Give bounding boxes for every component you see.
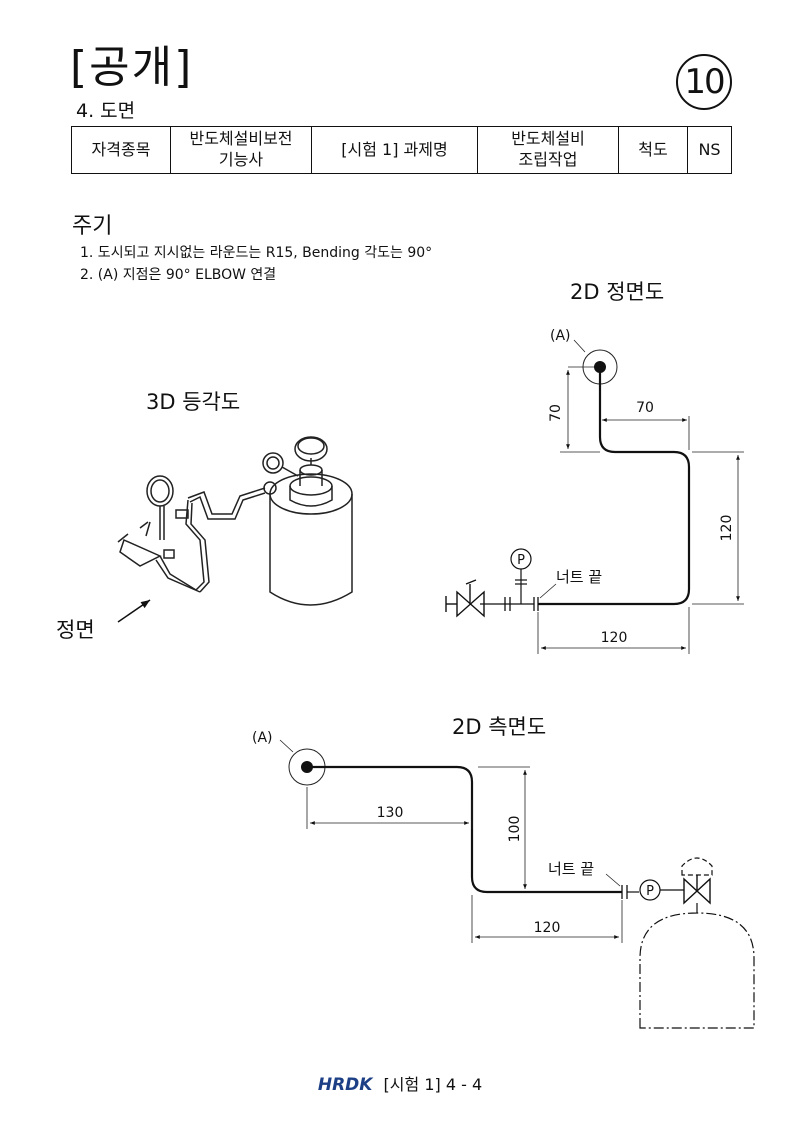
side-dim-120-horizontal: 120 bbox=[534, 920, 561, 936]
side-dim-100-vertical: 100 bbox=[507, 816, 523, 843]
side-point-a-leader bbox=[279, 739, 294, 753]
pipe-drop-inner bbox=[190, 502, 210, 593]
side-pipe-route bbox=[307, 765, 622, 894]
hrdk-logo: HRDK bbox=[317, 1075, 373, 1095]
scale-label-cell: 척도 bbox=[618, 126, 688, 174]
front-view-title: 2D 정면도 bbox=[570, 280, 665, 304]
task-line2: 조립작업 bbox=[518, 150, 578, 169]
qualification-line1: 반도체설비보전 bbox=[189, 129, 293, 149]
tank-top bbox=[269, 473, 353, 515]
front-dim-70-horizontal: 70 bbox=[636, 400, 654, 416]
task-value-cell: 반도체설비 조립작업 bbox=[477, 126, 619, 174]
pipe-lower-inner bbox=[155, 559, 201, 593]
front-valve-icon bbox=[456, 590, 485, 618]
note-item-1: 1. 도시되고 지시없는 라운드는 R15, Bending 각도는 90° bbox=[80, 245, 433, 261]
task-label-cell: [시험 1] 과제명 bbox=[311, 126, 478, 174]
side-nut-end bbox=[621, 885, 628, 899]
footer: HRDK [시험 1] 4 - 4 bbox=[0, 1071, 800, 1095]
side-view-drawing bbox=[279, 739, 755, 1029]
front-point-a-label: (A) bbox=[550, 328, 571, 344]
side-handwheel-phantom-icon bbox=[681, 857, 713, 876]
pipe-upper bbox=[187, 487, 266, 515]
scale-value-cell: NS bbox=[687, 126, 732, 174]
fitting-1 bbox=[175, 509, 189, 519]
tank-body bbox=[269, 494, 353, 606]
section-subtitle: 4. 도면 bbox=[76, 100, 136, 122]
pipe-drop bbox=[185, 499, 205, 591]
left-gauge-face bbox=[150, 479, 170, 503]
iso-view-title: 3D 등각도 bbox=[146, 390, 241, 414]
notes-heading: 주기 bbox=[72, 214, 113, 239]
iso-valve bbox=[119, 538, 162, 567]
side-view-title: 2D 측면도 bbox=[452, 715, 547, 739]
front-direction-arrow-icon bbox=[117, 599, 151, 623]
front-nut-label: 너트 끝 bbox=[556, 568, 602, 586]
front-gauge-label: P bbox=[517, 553, 525, 568]
note-item-2: 2. (A) 지점은 90° ELBOW 연결 bbox=[80, 267, 277, 283]
side-point-a-label: (A) bbox=[252, 730, 273, 746]
info-table: 자격종목 반도체설비보전 기능사 [시험 1] 과제명 반도체설비 조립작업 척… bbox=[71, 126, 732, 174]
side-valve-icon bbox=[683, 877, 711, 905]
front-point-a-leader bbox=[573, 339, 586, 353]
fitting-2 bbox=[163, 549, 175, 559]
qualification-value-cell: 반도체설비보전 기능사 bbox=[170, 126, 312, 174]
document-title: [공개] bbox=[70, 42, 194, 93]
tank-neck-top bbox=[289, 476, 333, 496]
front-pipe-route bbox=[538, 367, 691, 606]
front-dim-120-horizontal: 120 bbox=[601, 630, 628, 646]
front-dim-120-vertical: 120 bbox=[719, 515, 735, 542]
front-direction-label: 정면 bbox=[56, 618, 95, 642]
page-number-badge: 10 bbox=[676, 54, 732, 110]
iso-valve-lever bbox=[145, 521, 151, 537]
task-line1: 반도체설비 bbox=[511, 129, 585, 149]
left-gauge-stem bbox=[159, 506, 165, 540]
tank-gauge-icon bbox=[262, 452, 284, 474]
iso-valve-handle bbox=[117, 521, 149, 543]
footer-page-text: [시험 1] 4 - 4 bbox=[383, 1075, 483, 1094]
pipe-upper-inner bbox=[189, 492, 266, 520]
valve-handwheel-icon bbox=[294, 436, 328, 462]
pipe-lower bbox=[159, 555, 197, 591]
tank-gauge-face bbox=[266, 456, 280, 470]
qualification-line2: 기능사 bbox=[218, 150, 264, 169]
side-gauge-label: P bbox=[646, 884, 654, 899]
valve-stem bbox=[299, 470, 323, 486]
tank-neck bbox=[289, 486, 333, 507]
side-nut-label: 너트 끝 bbox=[548, 860, 594, 878]
side-dim-130-horizontal: 130 bbox=[377, 805, 404, 821]
front-view-drawing bbox=[445, 339, 744, 654]
qualification-label-cell: 자격종목 bbox=[71, 126, 171, 174]
valve-handwheel-top bbox=[297, 437, 325, 455]
iso-drawing bbox=[117, 436, 353, 606]
front-dim-70-vertical: 70 bbox=[548, 404, 564, 422]
side-tank-phantom bbox=[639, 903, 755, 1029]
tank-gauge-stem bbox=[281, 466, 299, 477]
